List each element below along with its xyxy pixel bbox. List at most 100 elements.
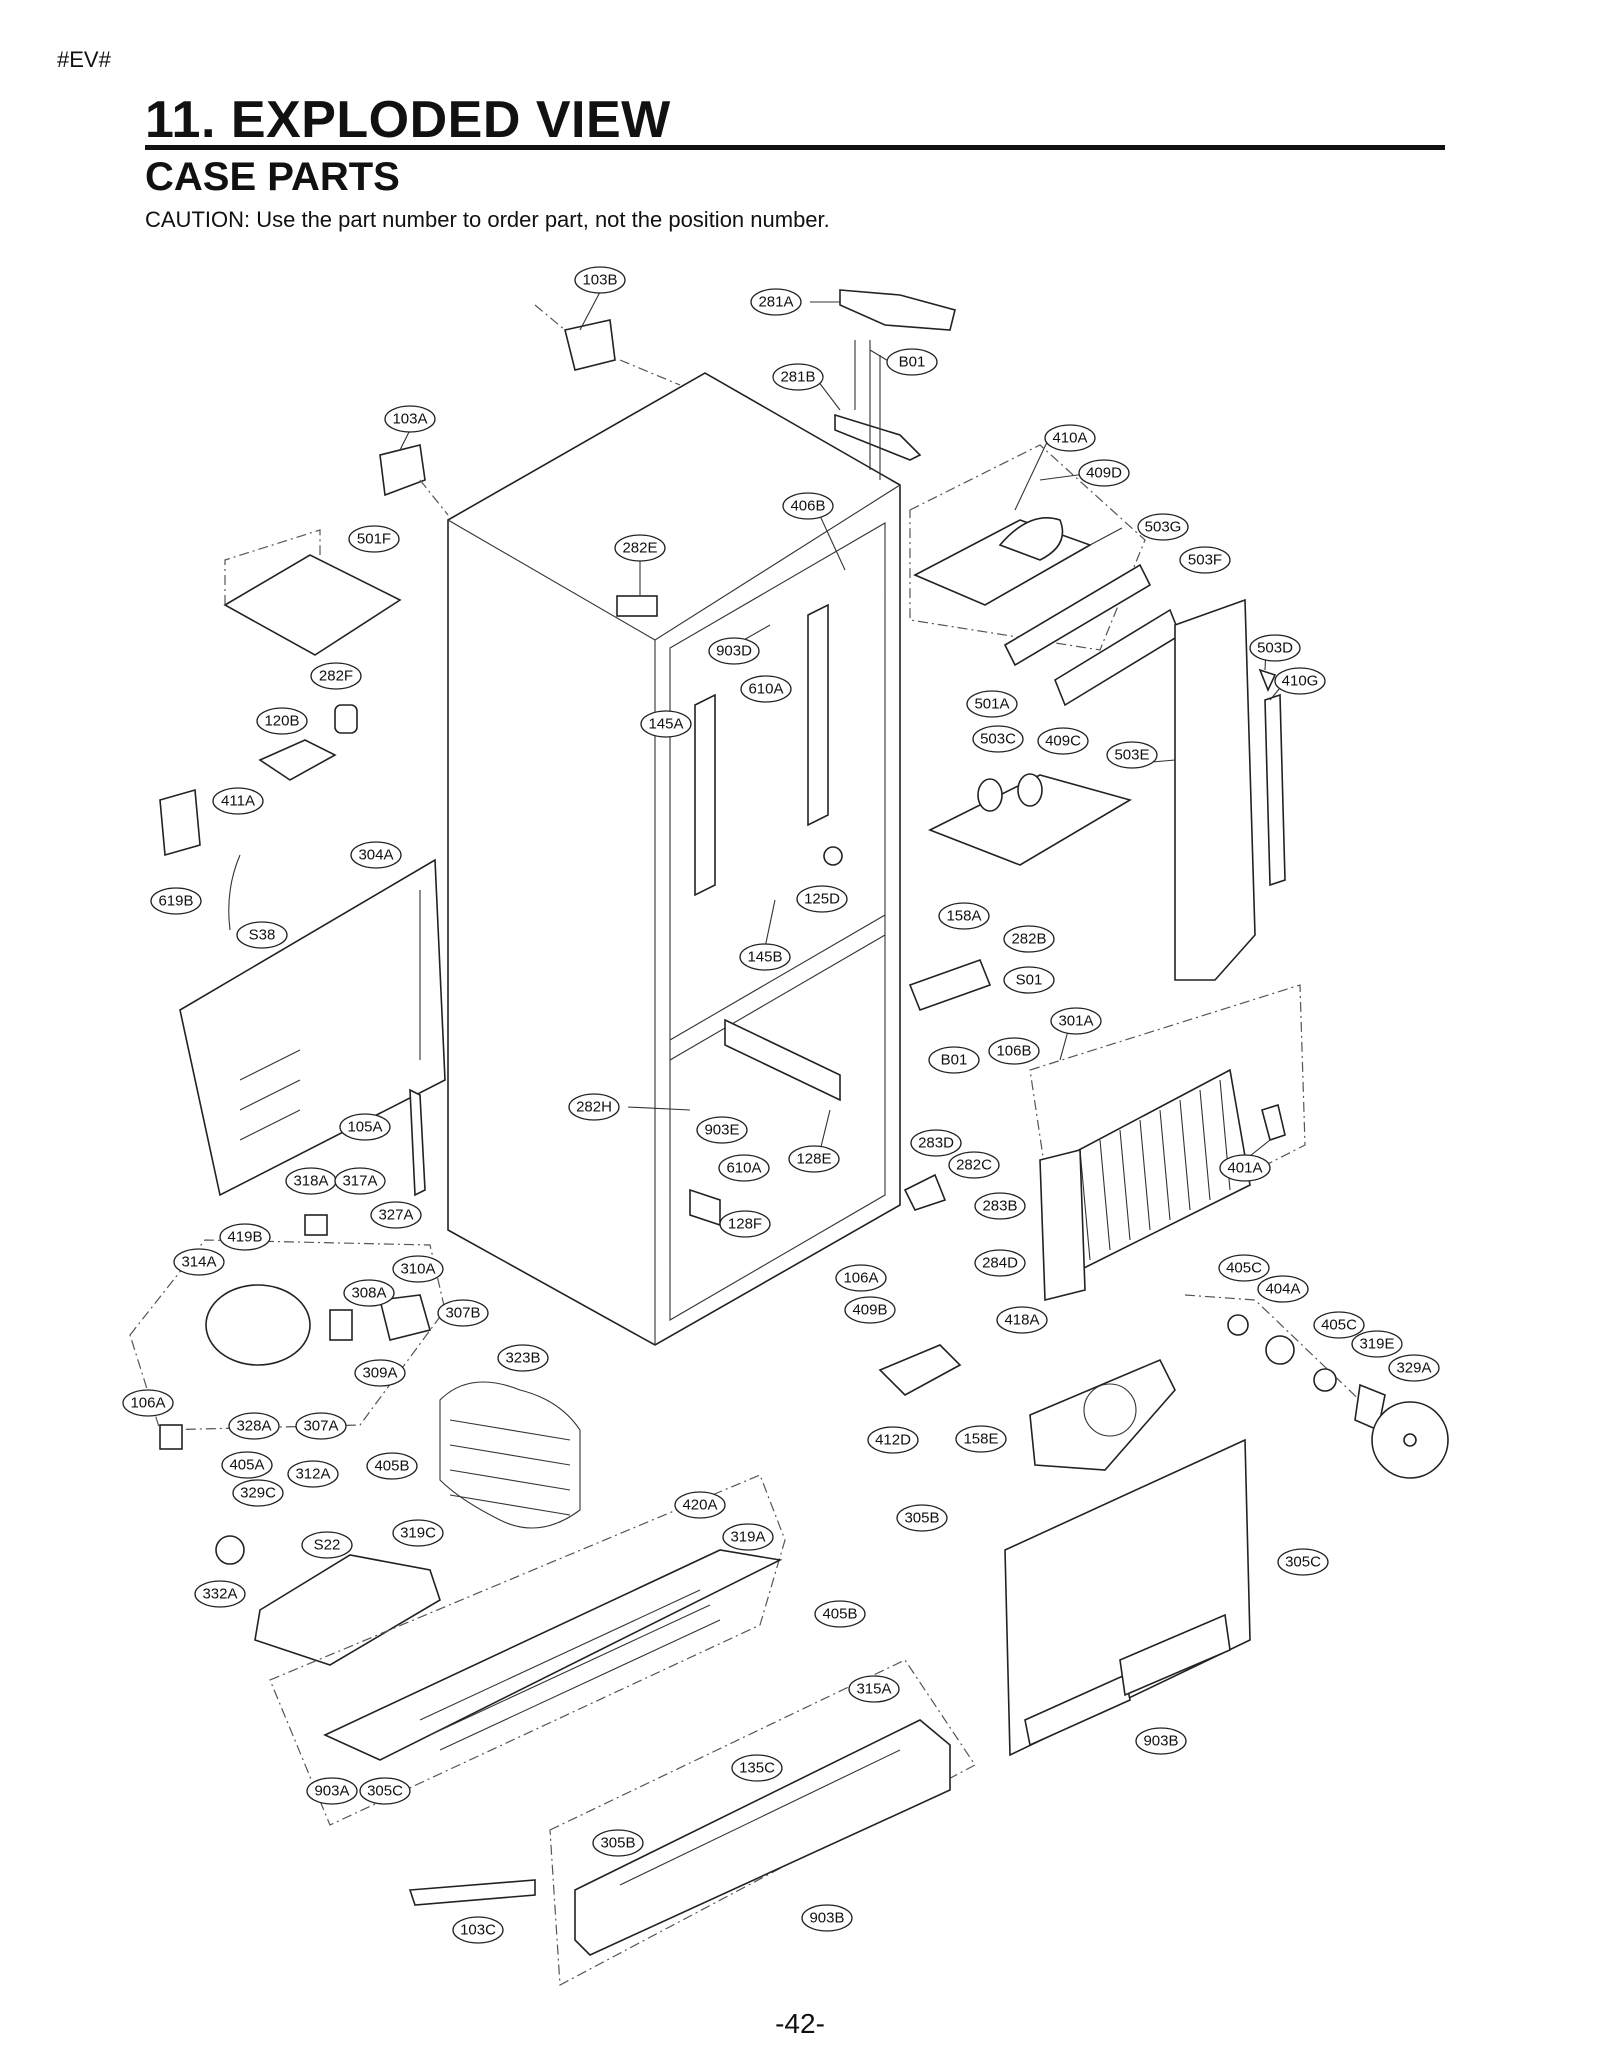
duct-120b: [1174, 598, 1286, 981]
callout-label: 282E: [622, 540, 657, 557]
callout-label: 619B: [158, 893, 193, 910]
part-410a: [998, 516, 1064, 561]
callout-label: S22: [314, 1537, 341, 1554]
callout-label: B01: [899, 354, 926, 371]
callout-103a: 103A: [384, 405, 436, 433]
fan-motor-assembly: [1184, 1294, 1449, 1479]
callout-106b: 106B: [988, 1037, 1040, 1065]
page-title: 11. EXPLODED VIEW: [145, 91, 671, 149]
callout-label: 327A: [378, 1207, 413, 1224]
callout-label: 406B: [790, 498, 825, 515]
callout-329c: 329C: [232, 1479, 284, 1507]
cover-304a: [179, 858, 446, 1197]
tube-105a: [409, 1088, 426, 1197]
callout-label: 503F: [1188, 552, 1222, 569]
callout-label: 308A: [351, 1285, 386, 1302]
callout-619b: 619B: [150, 887, 202, 915]
part-282e: [616, 595, 658, 617]
callout-319e: 319E: [1351, 1330, 1403, 1358]
part-312a: [159, 1424, 183, 1450]
callout-610a: 610A: [740, 675, 792, 703]
callout-315a: 315A: [848, 1675, 900, 1703]
part-410g: [334, 704, 358, 734]
hinge-block-103b: [564, 319, 616, 371]
part-310a: [379, 1294, 431, 1341]
callout-label: 158A: [946, 908, 981, 925]
callout-305b: 305B: [592, 1829, 644, 1857]
callout-label: 145A: [648, 716, 683, 733]
callout-903a: 903A: [306, 1777, 358, 1805]
callout-405c: 405C: [1218, 1254, 1270, 1282]
callout-label: 409D: [1086, 465, 1122, 482]
callout-label: 319A: [730, 1529, 765, 1546]
callout-329a: 329A: [1388, 1354, 1440, 1382]
rear-cover-332a: [1004, 1438, 1251, 1757]
callout-503c: 503C: [972, 725, 1024, 753]
fan-bracket-319c: [215, 1535, 441, 1666]
callout-409d: 409D: [1078, 459, 1130, 487]
callout-label: B01: [941, 1052, 968, 1069]
callout-409b: 409B: [844, 1296, 896, 1324]
lamp-holder-158a: [928, 773, 1133, 866]
part-405c: [1227, 1314, 1249, 1336]
callout-label: 305C: [1285, 1554, 1321, 1571]
callout-282f: 282F: [310, 662, 362, 690]
callout-label: 503E: [1114, 747, 1149, 764]
callout-106a: 106A: [122, 1389, 174, 1417]
hinge-281b: [834, 413, 922, 461]
callout-label: 409B: [852, 1302, 887, 1319]
callout-317a: 317A: [334, 1167, 386, 1195]
part-327a: [304, 1214, 328, 1236]
callout-label: 405C: [1321, 1317, 1357, 1334]
callout-405b: 405B: [814, 1600, 866, 1628]
callout-158a: 158A: [938, 902, 990, 930]
callout-282h: 282H: [568, 1093, 620, 1121]
cover-501f: [223, 529, 402, 656]
callout-label: 310A: [400, 1261, 435, 1278]
callout-283d: 283D: [910, 1129, 962, 1157]
callout-405c: 405C: [1313, 1311, 1365, 1339]
callout-b01: B01: [928, 1046, 980, 1074]
part-405c-2: [1313, 1368, 1337, 1392]
hinge-cover-281a: [839, 289, 956, 331]
callout-281a: 281A: [750, 288, 802, 316]
callout-label: 282F: [319, 668, 353, 685]
callout-404a: 404A: [1257, 1275, 1309, 1303]
callout-318a: 318A: [285, 1167, 337, 1195]
callout-282c: 282C: [948, 1151, 1000, 1179]
condenser-323b: [439, 1381, 581, 1529]
callout-label: 284D: [982, 1255, 1018, 1272]
callout-503f: 503F: [1179, 546, 1231, 574]
callout-106a: 106A: [835, 1264, 887, 1292]
callout-120b: 120B: [256, 707, 308, 735]
callout-label: 281A: [758, 294, 793, 311]
part-105f: [408, 1879, 536, 1906]
callout-label: 404A: [1265, 1281, 1300, 1298]
callout-label: 305C: [367, 1783, 403, 1800]
callout-503g: 503G: [1137, 513, 1189, 541]
callout-label: 318A: [293, 1173, 328, 1190]
part-125d: [823, 846, 843, 866]
motor-420a: [215, 1535, 245, 1565]
callout-135c: 135C: [731, 1754, 783, 1782]
callout-label: 281B: [780, 369, 815, 386]
lower-grille-103c: [549, 1659, 976, 1986]
lamp-409c-2: [1017, 773, 1043, 807]
callout-304a: 304A: [350, 841, 402, 869]
callout-503d: 503D: [1249, 634, 1301, 662]
callout-label: 328A: [236, 1418, 271, 1435]
callout-label: 401A: [1227, 1160, 1262, 1177]
callout-label: 411A: [221, 793, 255, 810]
callout-s01: S01: [1003, 966, 1055, 994]
callout-128e: 128E: [788, 1145, 840, 1173]
callout-503e: 503E: [1106, 741, 1158, 769]
callout-label: 283D: [918, 1135, 954, 1152]
page-number: -42-: [775, 2008, 825, 2039]
callout-125d: 125D: [796, 885, 848, 913]
title-divider: [145, 145, 1445, 150]
callout-label: 282C: [956, 1157, 992, 1174]
callout-label: 903B: [809, 1910, 844, 1927]
part-418a: [1039, 1148, 1086, 1302]
callout-label: 903D: [716, 643, 752, 660]
